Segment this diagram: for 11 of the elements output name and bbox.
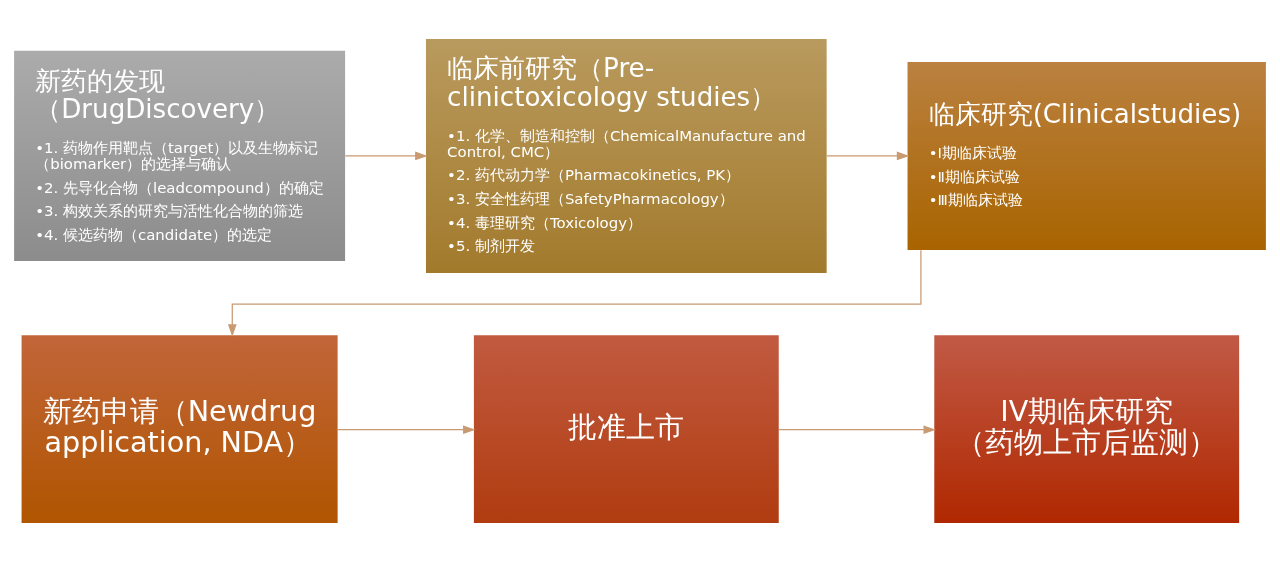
node-box: 临床前研究（Pre-clinictoxicology studies） •1. 化学、制造和控制（ChemicalManufacture and Control, CMC） •2. 药代动力学（Pharmacokinetics, PK） •3. 安全性药理（SafetyPharmacology） •4. 毒理研究（Toxicology） •5. 制剂开发 [425,38,827,273]
node-box: 新药的发现（DrugDiscovery） •1. 药物作用靶点（target）以及生物标记（biomarker）的选择与确认 •2. 先导化合物（leadcompound）的确定 •3. 构效关系的研究与活性化合物的筛选 •4. 候选药物（candidate）的选定 [14,50,346,261]
arrow [778,424,936,434]
arrow [337,424,476,434]
arrow [344,151,428,160]
arrow [227,249,922,337]
node-box: IV期临床研究（药物上市后监测） [934,334,1240,523]
node-box: 批准上市 [473,334,779,523]
node-box: 临床研究(Clinicalstudies) •Ⅰ期临床试验 •Ⅱ期临床试验 •Ⅲ期临床试验 [907,61,1266,250]
node-box: 新药申请（Newdrug application, NDA） [21,334,338,523]
arrow [826,151,910,160]
